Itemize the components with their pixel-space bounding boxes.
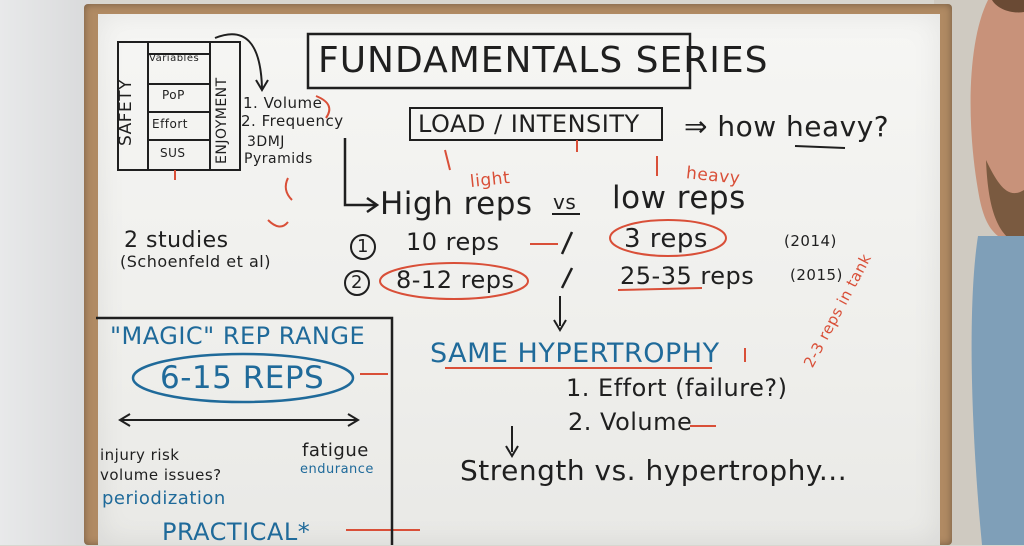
magic-reps: 6-15 REPS xyxy=(160,360,325,396)
pyramid-level-1: Variables xyxy=(149,53,200,64)
endurance: endurance xyxy=(300,462,374,477)
study-1-number: 1 xyxy=(350,234,376,260)
ellipse-8-12-reps xyxy=(379,262,529,300)
load-box xyxy=(409,107,663,141)
pyramid-level-2: PoP xyxy=(162,88,185,102)
list-pyramids: Pyramids xyxy=(244,151,313,167)
how-heavy: ⇒ how heavy? xyxy=(684,110,890,143)
ellipse-6-15-reps xyxy=(131,352,355,404)
effort-item: 1. Effort (failure?) xyxy=(566,374,788,402)
practical: PRACTICAL* xyxy=(162,518,311,546)
title-box xyxy=(306,32,692,90)
list-volume: 1. Volume xyxy=(243,94,323,112)
enjoyment-label: ENJOYMENT xyxy=(214,77,230,164)
whiteboard xyxy=(98,14,940,545)
ellipse-3-reps xyxy=(609,219,727,257)
periodization: periodization xyxy=(102,488,226,509)
volume-item: 2. Volume xyxy=(568,408,693,436)
same-hypertrophy: SAME HYPERTROPHY xyxy=(430,338,720,369)
title: FUNDAMENTALS SERIES xyxy=(318,40,769,81)
study-1-year: (2014) xyxy=(784,232,837,250)
presenter xyxy=(970,0,1024,545)
curved-arrow xyxy=(214,33,263,89)
pyramid-diagram xyxy=(117,41,241,171)
l-arrow xyxy=(343,138,375,207)
load-intensity: LOAD / INTENSITY xyxy=(418,110,640,138)
low-reps: low reps xyxy=(612,180,746,216)
two-studies: 2 studies xyxy=(124,228,229,253)
volume-issues: volume issues? xyxy=(100,466,222,484)
study-1-high: 10 reps xyxy=(406,228,500,256)
study-2-number: 2 xyxy=(344,270,370,296)
pyramid-level-3: Effort xyxy=(152,117,189,131)
wall-left xyxy=(0,0,90,545)
fatigue: fatigue xyxy=(302,440,369,461)
magic-rep-range: "MAGIC" REP RANGE xyxy=(110,322,366,350)
list-frequency: 2. Frequency xyxy=(241,112,344,130)
schoenfeld: (Schoenfeld et al) xyxy=(120,252,271,271)
high-reps: High reps xyxy=(380,186,533,222)
safety-label: SAFETY xyxy=(116,78,136,146)
study-2-low: 25-35 reps xyxy=(620,262,755,290)
study-1-low: 3 reps xyxy=(624,224,708,254)
strength-vs-hypertrophy: Strength vs. hypertrophy... xyxy=(460,454,848,487)
vs-label: vs xyxy=(553,190,577,214)
magic-panel-border xyxy=(96,316,394,545)
injury-risk: injury risk xyxy=(100,446,180,464)
study-2-high: 8-12 reps xyxy=(396,266,515,294)
study-2-year: (2015) xyxy=(790,266,843,284)
list-3dmj: 3DMJ xyxy=(247,134,285,150)
pyramid-level-4: SUS xyxy=(160,146,186,160)
